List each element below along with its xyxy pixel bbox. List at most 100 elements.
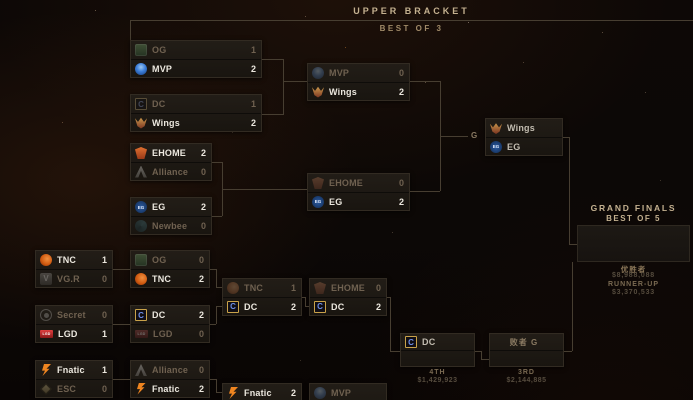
team-name: Secret — [57, 310, 86, 320]
dc-logo-icon — [135, 98, 147, 110]
team-slot: Wings 2 — [308, 82, 409, 100]
champion-label: 优胜者 — [620, 265, 647, 274]
team-score: 2 — [398, 86, 404, 97]
dc-logo-icon — [227, 300, 239, 313]
team-name: TNC — [57, 255, 77, 265]
team-slot: Alliance 0 — [131, 361, 209, 379]
team-name: EG — [329, 196, 343, 207]
connector — [481, 359, 489, 360]
connector — [305, 306, 309, 307]
connector — [387, 297, 390, 298]
team-score: 0 — [198, 255, 204, 265]
team-name: OG — [152, 45, 167, 55]
connector — [410, 81, 440, 82]
grand-finals-match-box[interactable] — [577, 225, 690, 262]
match-lb-r5[interactable]: DC — [400, 333, 475, 367]
upper-bracket-title: UPPER BRACKET — [353, 6, 470, 16]
tnc-logo-icon — [227, 282, 239, 294]
team-name: Alliance — [152, 365, 189, 375]
team-score: 0 — [398, 68, 404, 78]
team-score: 2 — [250, 117, 256, 128]
team-score: 2 — [198, 383, 204, 394]
team-score: 1 — [101, 328, 107, 339]
fnatic-logo-icon — [227, 387, 239, 399]
team-slot: MVP 0 — [308, 64, 409, 82]
ehome-logo-icon — [312, 177, 324, 189]
eg-logo-icon — [312, 195, 324, 208]
runner-up-prize: $3,370,533 — [611, 289, 656, 296]
fourth-place-label: 4TH — [429, 369, 446, 376]
wings-logo-icon — [490, 123, 502, 134]
team-score: 0 — [198, 365, 204, 375]
header-divider — [130, 20, 693, 21]
best-of-3-label: BEST OF 3 — [379, 24, 444, 33]
team-score: 2 — [200, 148, 206, 158]
team-slot: Wings — [486, 119, 562, 137]
third-place-label: 3RD — [517, 369, 535, 376]
match-ub-final[interactable]: Wings EG — [485, 118, 563, 156]
connector — [475, 351, 481, 352]
team-name: OG — [152, 255, 167, 265]
connector — [410, 191, 440, 192]
team-name: MVP — [329, 68, 350, 78]
connector — [212, 162, 222, 163]
team-slot: 败者 G — [490, 334, 563, 350]
team-slot: OG 0 — [131, 251, 209, 269]
connector — [302, 297, 305, 298]
team-score: 1 — [250, 45, 256, 55]
connector — [481, 351, 482, 359]
team-score: 0 — [101, 310, 107, 320]
team-score: 2 — [198, 310, 204, 320]
match-ub-r2-2[interactable]: EHOME 0 EG 2 — [307, 173, 410, 211]
newbee-logo-icon — [135, 219, 147, 232]
connector — [210, 324, 216, 325]
fnatic-logo-icon — [135, 383, 147, 395]
match-lb-r4-2[interactable]: MVP — [309, 383, 387, 400]
esc-logo-icon — [40, 383, 52, 395]
dc-logo-icon — [314, 300, 326, 313]
match-ub-r2-1[interactable]: MVP 0 Wings 2 — [307, 63, 410, 101]
team-score: 2 — [290, 301, 296, 312]
team-name: MVP — [331, 388, 352, 398]
team-score: 2 — [398, 196, 404, 207]
mvp-logo-icon — [312, 67, 324, 79]
team-slot: DC2 — [131, 306, 209, 324]
team-score: 0 — [398, 178, 404, 188]
team-score: 0 — [101, 273, 107, 284]
team-score: 0 — [200, 220, 206, 231]
team-name: Wings — [329, 86, 357, 97]
fnatic-logo-icon — [40, 364, 52, 376]
fourth-place-prize: $1,429,923 — [417, 377, 458, 384]
match-lb-final[interactable]: 败者 G — [489, 333, 564, 367]
connector — [216, 306, 222, 307]
connector — [390, 351, 400, 352]
team-name: EHOME — [329, 178, 364, 188]
connector — [212, 216, 222, 217]
lgd-logo-icon — [135, 329, 148, 338]
connector — [564, 351, 572, 352]
team-name: DC — [244, 301, 258, 312]
third-place-prize: $2,144,885 — [506, 377, 547, 384]
team-score: 0 — [375, 283, 381, 293]
connector — [262, 59, 283, 60]
